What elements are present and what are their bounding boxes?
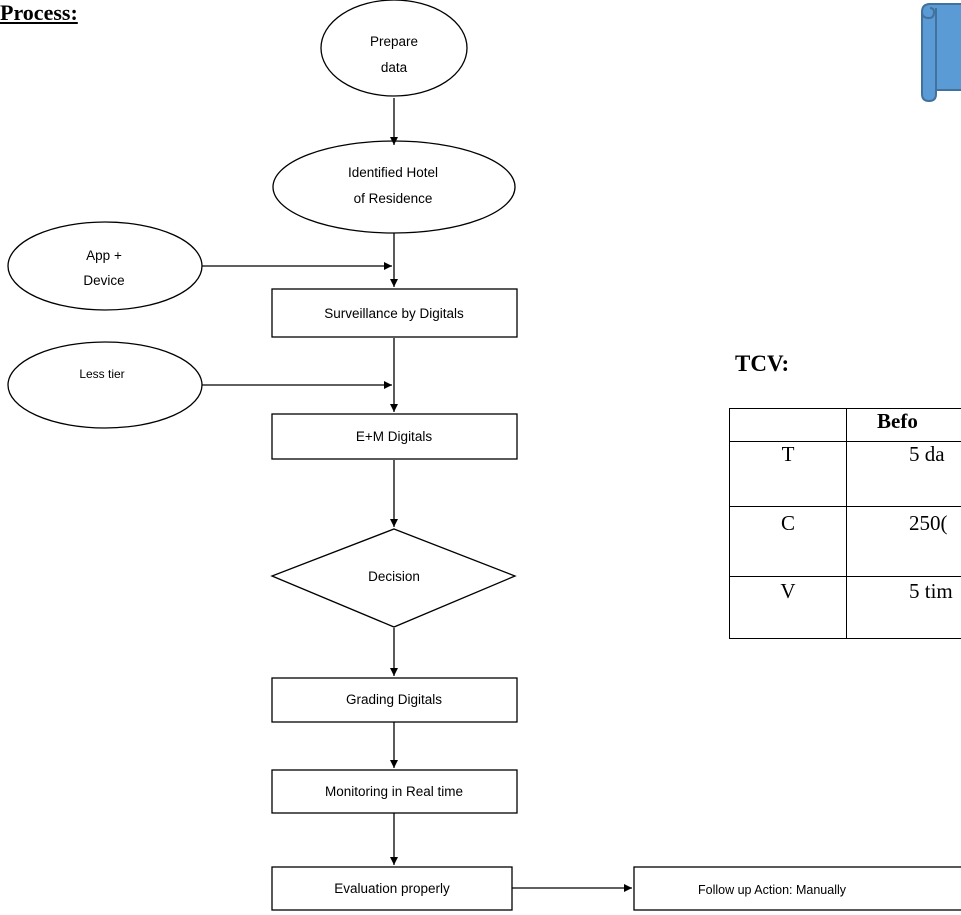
tcv-row-value: 5 da: [846, 441, 961, 507]
tcv-row-c: C 250(: [729, 506, 961, 577]
prepare-data-node: [320, 0, 468, 97]
tcv-header-empty-cell: [729, 408, 847, 442]
follow-up-label: Follow up Action: Manually: [698, 883, 847, 897]
evaluation-node: [271, 866, 513, 911]
identified-hotel-label-1: Identified Hotel: [348, 165, 438, 180]
tcv-row-value: 250(: [846, 506, 961, 577]
tcv-row-value: 5 tim: [846, 576, 961, 639]
identified-hotel-node: [272, 140, 516, 234]
less-tier-node: [7, 341, 203, 429]
grading-label: Grading Digitals: [346, 692, 442, 707]
app-device-label-1: App +: [86, 248, 122, 263]
em-digitals-label: E+M Digitals: [356, 429, 432, 444]
em-digitals-node: [271, 413, 518, 460]
monitoring-label: Monitoring in Real time: [325, 784, 463, 799]
surveillance-label: Surveillance by Digitals: [324, 306, 464, 321]
decision-label: Decision: [368, 569, 420, 584]
tcv-row-label: C: [729, 506, 847, 577]
tcv-table: Befo T 5 da C 250( V 5 tim: [729, 408, 961, 639]
tcv-row-label: T: [729, 441, 847, 507]
monitoring-node: [271, 769, 518, 814]
identified-hotel-label-2: of Residence: [354, 191, 433, 206]
app-device-node: [7, 221, 203, 311]
tcv-table-header-row: Befo: [729, 408, 961, 442]
decision-node: [270, 528, 517, 628]
follow-up-node: [633, 866, 961, 911]
prepare-data-label-1: Prepare: [370, 34, 418, 49]
tcv-row-label: V: [729, 576, 847, 639]
grading-node: [271, 677, 518, 723]
evaluation-label: Evaluation properly: [334, 881, 450, 896]
tcv-row-t: T 5 da: [729, 441, 961, 507]
scroll-icon: [921, 3, 961, 103]
app-device-label-2: Device: [83, 273, 124, 288]
tcv-row-v: V 5 tim: [729, 576, 961, 639]
tcv-header-before: Befo: [846, 408, 961, 442]
surveillance-node: [271, 288, 518, 338]
less-tier-label: Less tier: [79, 367, 124, 381]
tcv-heading: TCV:: [735, 351, 790, 376]
prepare-data-label-2: data: [381, 60, 408, 75]
process-heading: Process:: [0, 0, 78, 25]
